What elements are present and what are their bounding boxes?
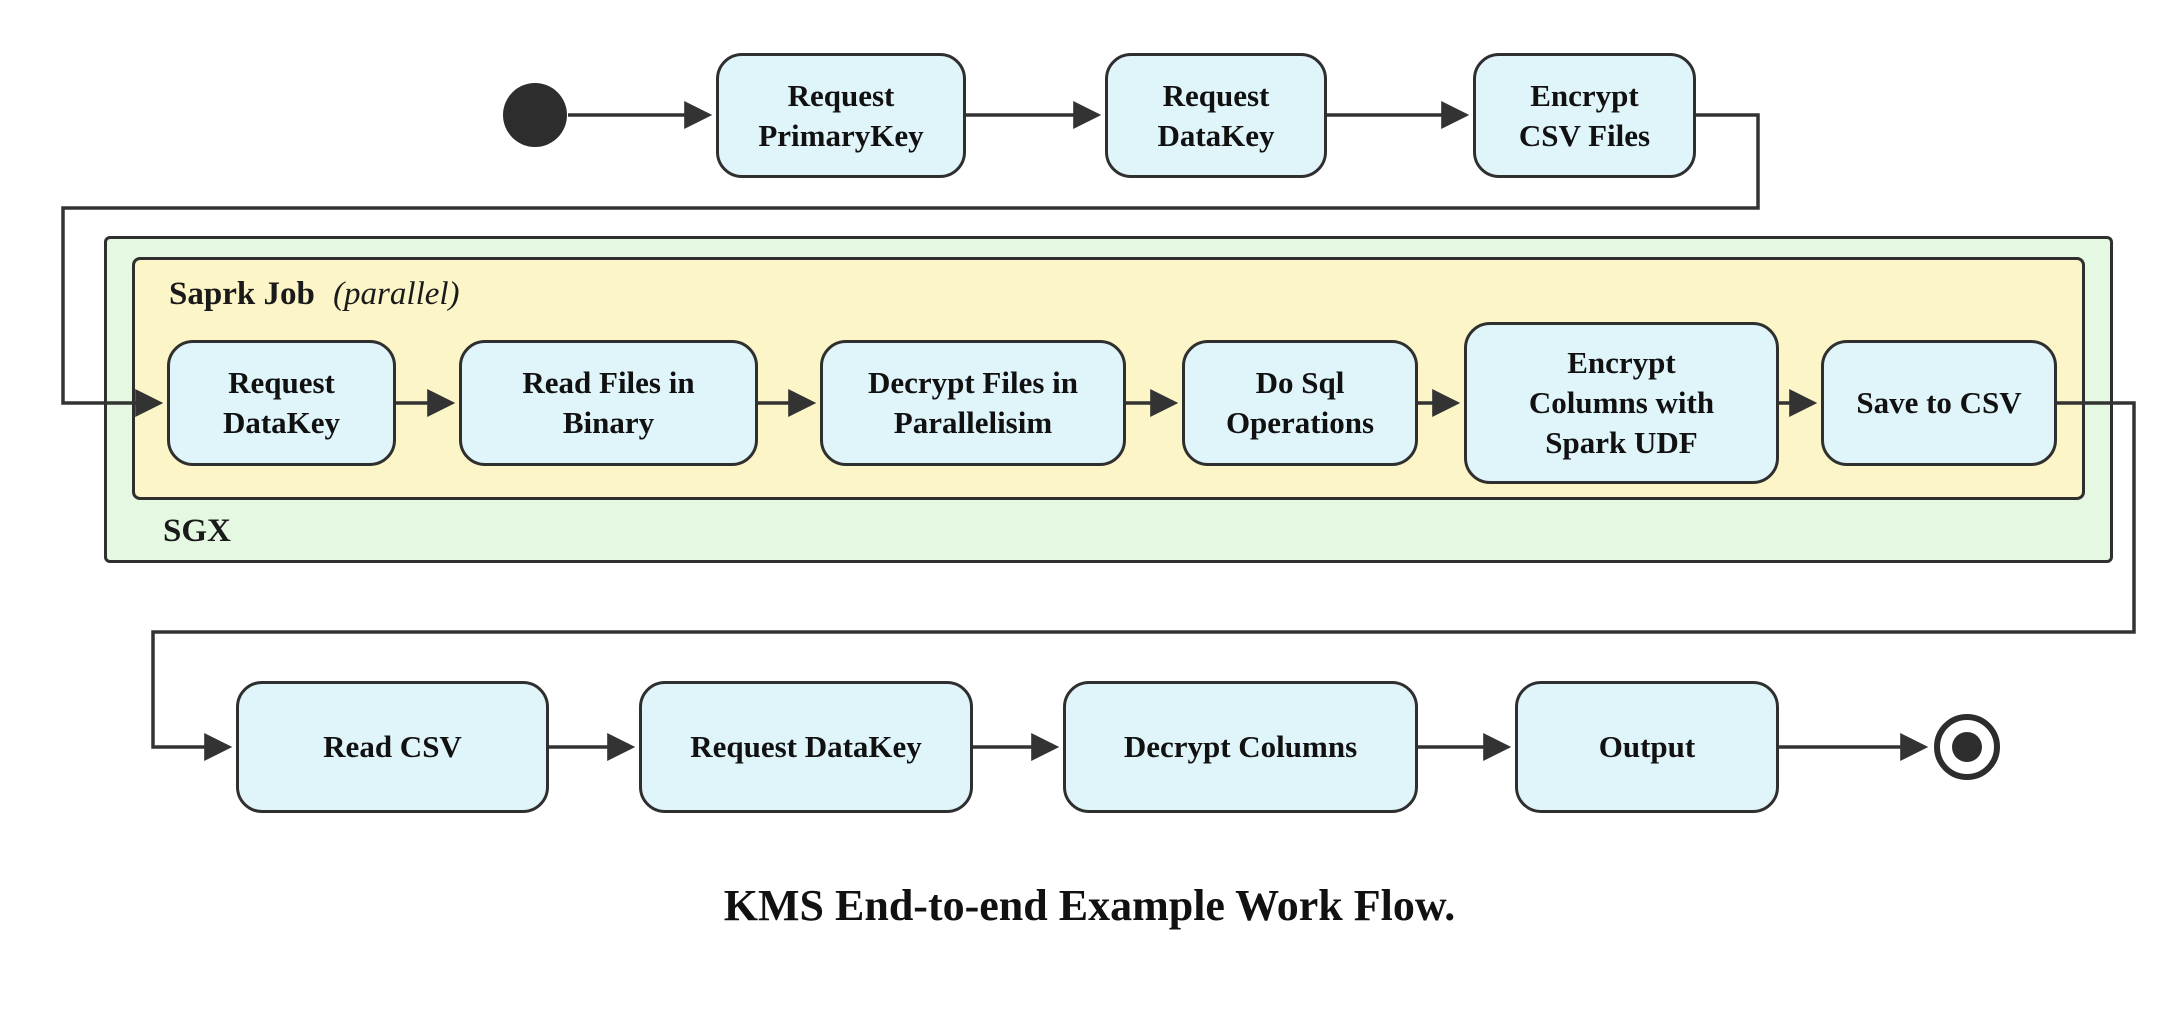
node-read-files-in-binary: Read Files in Binary bbox=[459, 340, 758, 466]
node-do-sql-operations: Do Sql Operations bbox=[1182, 340, 1418, 466]
diagram-title: KMS End-to-end Example Work Flow. bbox=[723, 881, 1456, 930]
node-label: Request DataKey bbox=[1157, 77, 1275, 153]
sgx-label: SGX bbox=[163, 513, 231, 549]
node-label: Encrypt CSV Files bbox=[1518, 77, 1651, 153]
node-output: Output bbox=[1515, 681, 1779, 813]
node-encrypt-csv-files: Encrypt CSV Files bbox=[1473, 53, 1696, 178]
node-decrypt-files-in-parallelisim: Decrypt Files in Parallelisim bbox=[820, 340, 1126, 466]
node-label: Encrypt Columns with Spark UDF bbox=[1528, 345, 1715, 460]
node-request-datakey-spark: Request DataKey bbox=[167, 340, 396, 466]
node-request-primarykey: Request PrimaryKey bbox=[716, 53, 966, 178]
node-label: Read CSV bbox=[323, 729, 462, 765]
spark-job-modifier: (parallel) bbox=[333, 276, 460, 312]
spark-job-title: Saprk Job bbox=[169, 276, 315, 312]
node-label: Request DataKey bbox=[690, 729, 922, 765]
edges-group bbox=[61, 101, 2136, 761]
node-label: Decrypt Files in Parallelisim bbox=[867, 365, 1079, 440]
node-request-datakey-top: Request DataKey bbox=[1105, 53, 1327, 178]
node-label: Do Sql Operations bbox=[1225, 365, 1375, 440]
node-decrypt-columns: Decrypt Columns bbox=[1063, 681, 1418, 813]
end-node bbox=[1934, 714, 2000, 780]
node-label: Decrypt Columns bbox=[1123, 729, 1358, 765]
node-label: Request PrimaryKey bbox=[758, 77, 924, 153]
node-request-datakey-read: Request DataKey bbox=[639, 681, 973, 813]
node-label: Request DataKey bbox=[222, 365, 341, 440]
node-label: Output bbox=[1598, 729, 1696, 765]
node-label: Save to CSV bbox=[1856, 385, 2022, 421]
edge-save-csv-to-read-csv bbox=[151, 401, 2136, 761]
node-save-to-csv: Save to CSV bbox=[1821, 340, 2057, 466]
start-node bbox=[503, 83, 567, 147]
edge-encrypt-csv-to-spark-request-datakey bbox=[61, 113, 1760, 417]
node-encrypt-columns-with-spark-udf: Encrypt Columns with Spark UDF bbox=[1464, 322, 1779, 484]
node-read-csv: Read CSV bbox=[236, 681, 549, 813]
spark-job-label: Saprk Job (parallel) bbox=[169, 276, 460, 313]
node-label: Read Files in Binary bbox=[522, 365, 695, 440]
